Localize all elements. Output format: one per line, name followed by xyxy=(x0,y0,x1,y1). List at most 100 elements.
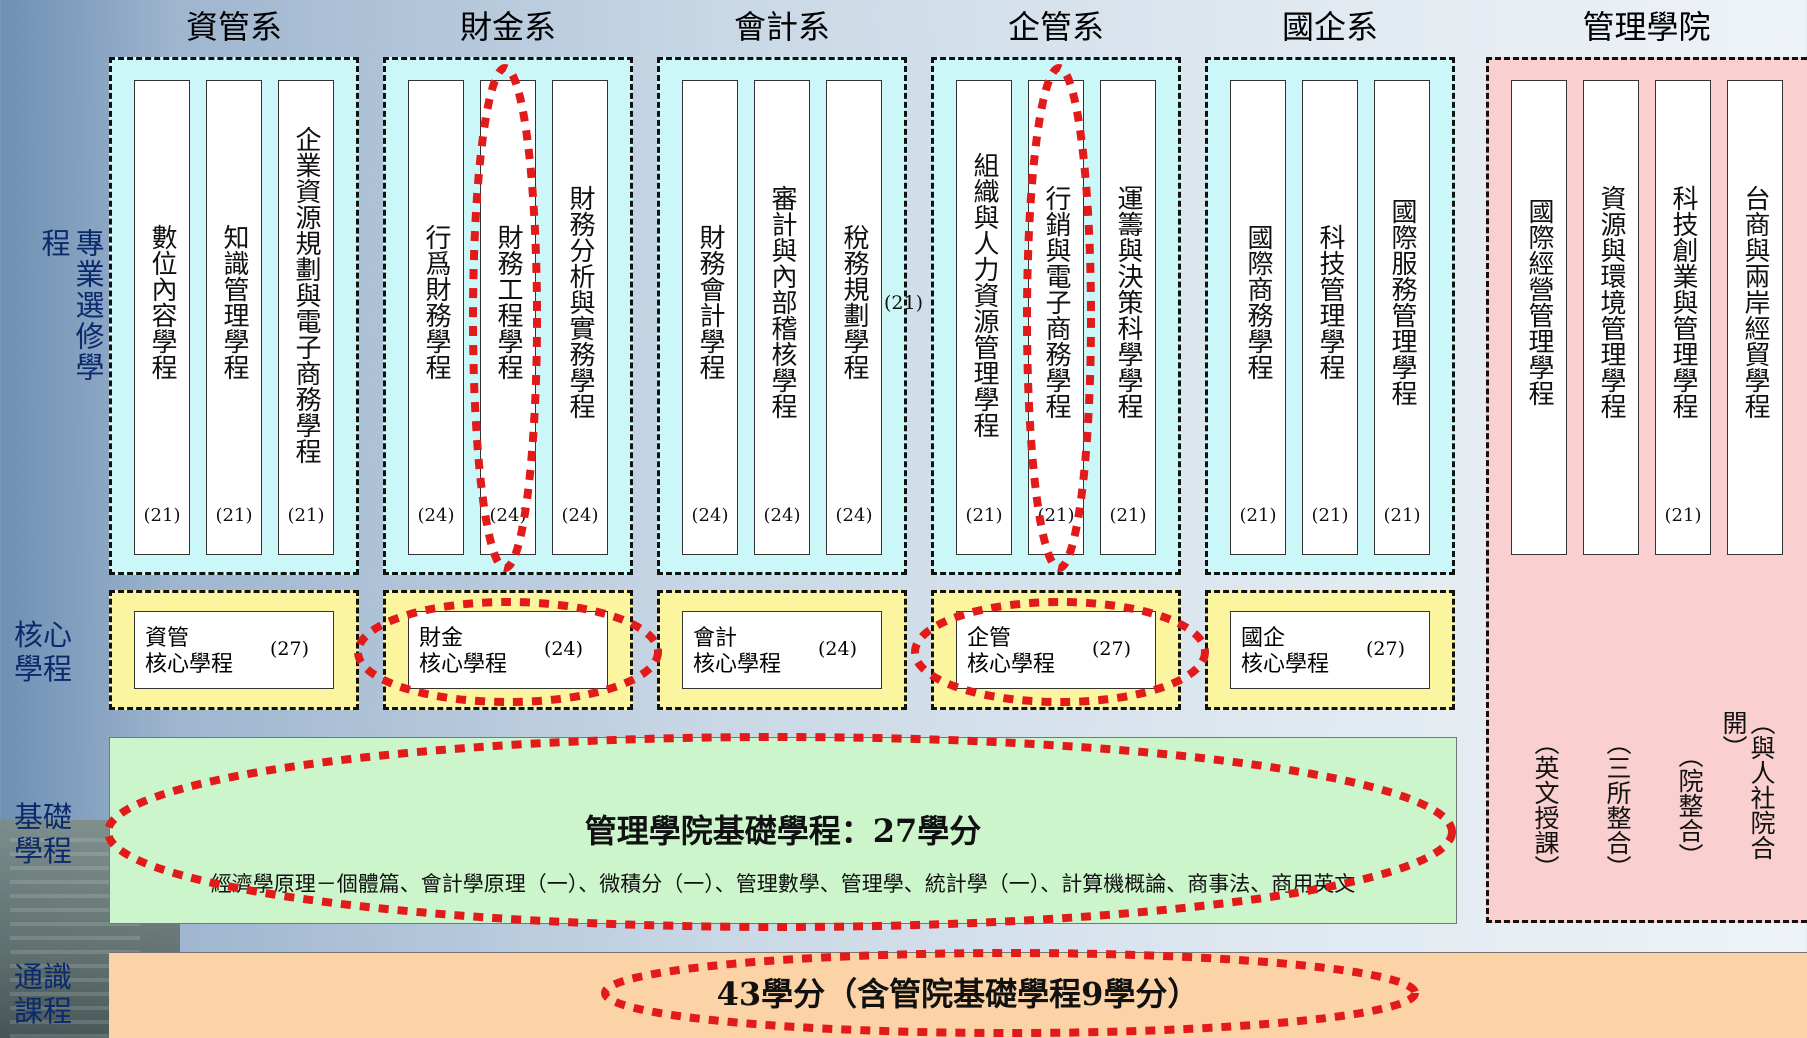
program-credit: (24) xyxy=(417,505,455,526)
general-education-box: 43學分（含管院基礎學程9學分） xyxy=(109,952,1807,1038)
program-credit: (24) xyxy=(691,505,729,526)
program-credit: (21) xyxy=(215,505,253,526)
dept-programs-accounting: 財務會計學程 (24) 審計與內部稽核學程 (24) 稅務規劃學程 (24) xyxy=(657,57,907,575)
core-program-business: 企管 核心學程 (27) xyxy=(931,590,1181,710)
program-name: 財務工程學程 xyxy=(493,223,523,380)
college-title: 管理學院 xyxy=(1582,8,1711,46)
core-program-name: 財金 核心學程 xyxy=(419,626,508,677)
program-card: 行爲財務學程 (24) xyxy=(408,80,464,555)
program-card: 國際經營管理學程 xyxy=(1511,80,1567,555)
dept-title-intl-business: 國企系 xyxy=(1281,8,1378,46)
core-program-name: 企管 核心學程 xyxy=(967,626,1056,677)
foundation-courses: 經濟學原理－個體篇、會計學原理（一）、微積分（一）、管理數學、管理學、統計學（一… xyxy=(210,872,1356,896)
program-name: 台商與兩岸經貿學程 xyxy=(1740,184,1770,419)
program-credit: (24) xyxy=(763,505,801,526)
foundation-program-box: 管理學院基礎學程：27學分 經濟學原理－個體篇、會計學原理（一）、微積分（一）、… xyxy=(109,737,1457,924)
core-program-name: 資管 核心學程 xyxy=(145,626,234,677)
core-program-card: 國企 核心學程 (27) xyxy=(1230,611,1430,689)
program-card: 財務分析與實務學程 (24) xyxy=(552,80,608,555)
program-name: 行銷與電子商務學程 xyxy=(1041,184,1071,419)
program-credit: (21) xyxy=(287,505,325,526)
core-program-card: 會計 核心學程 (24) xyxy=(682,611,882,689)
program-card: 科技創業與管理學程 (21) xyxy=(1655,80,1711,555)
program-credit: (21) xyxy=(1664,505,1702,526)
stray-credit-label: (21) xyxy=(884,292,924,314)
program-credit: (21) xyxy=(1311,505,1349,526)
program-card: 財務會計學程 (24) xyxy=(682,80,738,555)
dept-programs-intl-business: 國際商務學程 (21) 科技管理學程 (21) 國際服務管理學程 (21) xyxy=(1205,57,1455,575)
dept-programs-im: 數位內容學程 (21) 知識管理學程 (21) 企業資源規劃與電子商務學程 (2… xyxy=(109,57,359,575)
dept-programs-business: 組織與人力資源管理學程 (21) 行銷與電子商務學程 (21) 運籌與決策科學學… xyxy=(931,57,1181,575)
core-program-intl-business: 國企 核心學程 (27) xyxy=(1205,590,1455,710)
college-program-note: （三所整合） xyxy=(1603,730,1632,880)
core-program-finance: 財金 核心學程 (24) xyxy=(383,590,633,710)
program-card: 科技管理學程 (21) xyxy=(1302,80,1358,555)
general-education-credits: 43學分（含管院基礎學程9學分） xyxy=(716,975,1200,1013)
program-name: 知識管理學程 xyxy=(219,223,249,380)
college-program-note: （院整合） xyxy=(1675,742,1704,868)
program-name: 財務會計學程 xyxy=(695,223,725,380)
program-name: 國際商務學程 xyxy=(1243,223,1273,380)
program-card: 資源與環境管理學程 xyxy=(1583,80,1639,555)
core-program-card: 資管 核心學程 (27) xyxy=(134,611,334,689)
college-programs: 國際經營管理學程 資源與環境管理學程 科技創業與管理學程 (21) 台商與兩岸經… xyxy=(1486,57,1807,923)
core-program-credit: (24) xyxy=(817,638,857,660)
program-credit: (24) xyxy=(835,505,873,526)
program-credit: (21) xyxy=(1383,505,1421,526)
dept-title-finance: 財金系 xyxy=(459,8,556,46)
program-name: 數位內容學程 xyxy=(147,223,177,380)
core-program-name: 會計 核心學程 xyxy=(693,626,782,677)
college-program-note: （英文授課） xyxy=(1531,730,1560,880)
program-name: 行爲財務學程 xyxy=(421,223,451,380)
program-name: 國際經營管理學程 xyxy=(1524,197,1554,406)
program-name: 企業資源規劃與電子商務學程 xyxy=(291,125,321,464)
program-name: 運籌與決策科學學程 xyxy=(1113,184,1143,419)
core-program-im: 資管 核心學程 (27) xyxy=(109,590,359,710)
college-program-note: （與人社院合開） xyxy=(1719,710,1776,860)
program-credit: (24) xyxy=(561,505,599,526)
core-program-name: 國企 核心學程 xyxy=(1241,626,1330,677)
program-card: 數位內容學程 (21) xyxy=(134,80,190,555)
program-name: 審計與內部稽核學程 xyxy=(767,184,797,419)
label-general-education: 通識課程 xyxy=(14,960,73,1028)
program-card: 台商與兩岸經貿學程 xyxy=(1727,80,1783,555)
core-program-credit: (27) xyxy=(269,638,309,660)
program-card: 組織與人力資源管理學程 (21) xyxy=(956,80,1012,555)
program-name: 科技創業與管理學程 xyxy=(1668,184,1698,419)
program-card: 運籌與決策科學學程 (21) xyxy=(1100,80,1156,555)
program-card: 稅務規劃學程 (24) xyxy=(826,80,882,555)
program-card: 審計與內部稽核學程 (24) xyxy=(754,80,810,555)
label-foundation-programs: 基礎學程 xyxy=(14,800,73,868)
program-card: 行銷與電子商務學程 (21) xyxy=(1028,80,1084,555)
core-program-credit: (27) xyxy=(1091,638,1131,660)
label-core-programs: 核心學程 xyxy=(14,618,73,686)
program-name: 稅務規劃學程 xyxy=(839,223,869,380)
dept-title-im: 資管系 xyxy=(185,8,282,46)
program-credit: (21) xyxy=(1239,505,1277,526)
dept-title-business: 企管系 xyxy=(1007,8,1104,46)
program-name: 國際服務管理學程 xyxy=(1387,197,1417,406)
core-program-accounting: 會計 核心學程 (24) xyxy=(657,590,907,710)
program-name: 科技管理學程 xyxy=(1315,223,1345,380)
label-elective-programs: 專業選修學程 xyxy=(37,228,105,383)
dept-title-accounting: 會計系 xyxy=(733,8,830,46)
program-card: 知識管理學程 (21) xyxy=(206,80,262,555)
program-name: 資源與環境管理學程 xyxy=(1596,184,1626,419)
program-credit: (21) xyxy=(1037,505,1075,526)
dept-programs-finance: 行爲財務學程 (24) 財務工程學程 (24) 財務分析與實務學程 (24) xyxy=(383,57,633,575)
foundation-title: 管理學院基礎學程：27學分 xyxy=(584,812,982,850)
program-credit: (24) xyxy=(489,505,527,526)
core-program-card: 財金 核心學程 (24) xyxy=(408,611,608,689)
program-card: 財務工程學程 (24) xyxy=(480,80,536,555)
core-program-card: 企管 核心學程 (27) xyxy=(956,611,1156,689)
program-card: 企業資源規劃與電子商務學程 (21) xyxy=(278,80,334,555)
program-name: 組織與人力資源管理學程 xyxy=(969,151,999,438)
program-credit: (21) xyxy=(1109,505,1147,526)
core-program-credit: (24) xyxy=(543,638,583,660)
program-credit: (21) xyxy=(965,505,1003,526)
program-card: 國際商務學程 (21) xyxy=(1230,80,1286,555)
program-card: 國際服務管理學程 (21) xyxy=(1374,80,1430,555)
core-program-credit: (27) xyxy=(1365,638,1405,660)
program-credit: (21) xyxy=(143,505,181,526)
program-name: 財務分析與實務學程 xyxy=(565,184,595,419)
